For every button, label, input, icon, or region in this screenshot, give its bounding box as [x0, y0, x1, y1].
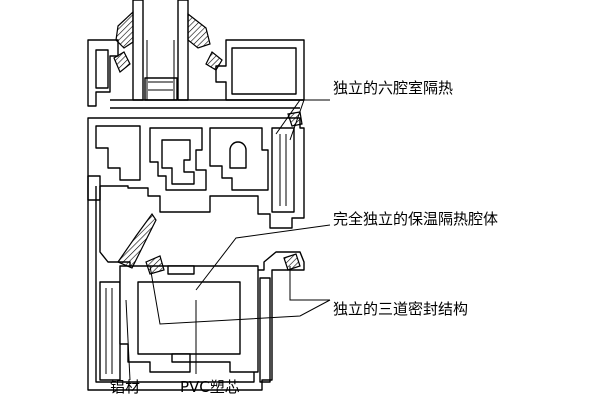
upper-sash [87, 39, 305, 109]
leader-lines [125, 99, 331, 381]
glazing-gaskets [113, 10, 223, 73]
label-three-seals: 独立的三道密封结构 [333, 300, 469, 318]
glass-panes [132, 0, 189, 101]
label-six-cavity: 独立的六腔室隔热 [333, 79, 454, 97]
six-cavity-section [87, 111, 305, 229]
label-pvc-core: PVC塑芯 [180, 378, 240, 396]
lower-frame [87, 175, 305, 391]
label-aluminum: 铝材 [110, 378, 141, 396]
label-insulation-cavity: 完全独立的保温隔热腔体 [333, 210, 499, 228]
